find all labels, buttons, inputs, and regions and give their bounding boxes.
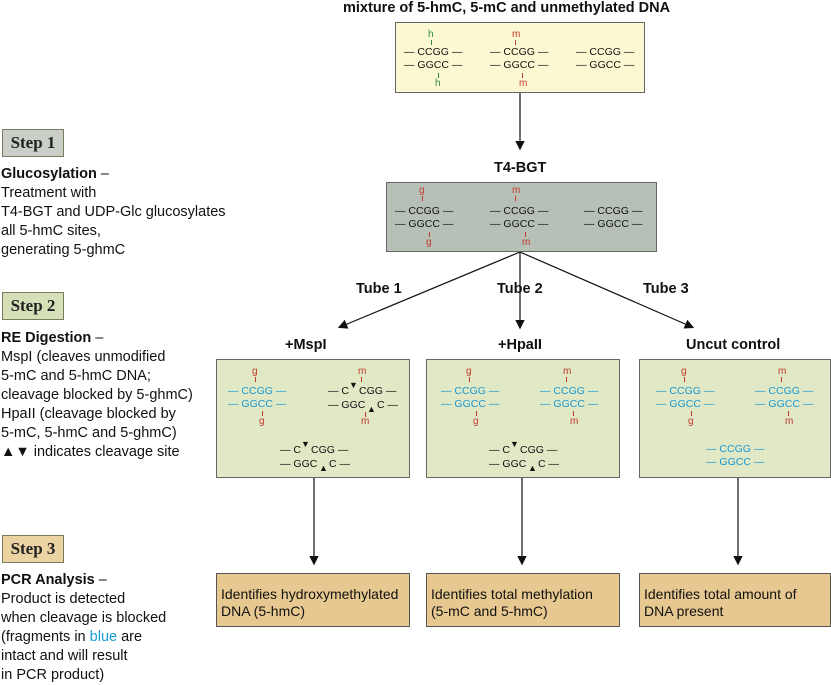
result-box-3: Identifies total amount of DNA present	[639, 573, 831, 627]
methyl-mark-top: m	[358, 366, 367, 377]
intact-top-strand: — CCGG —	[656, 385, 715, 397]
tube-label-2: Tube 2	[497, 281, 543, 297]
cut-bot-b: C —	[538, 458, 559, 470]
step-badge-2: Step 2	[2, 292, 64, 320]
cut-top-b: CGG —	[311, 444, 349, 456]
step-heading: PCR Analysis	[1, 572, 95, 588]
glucose-mark-top: g	[466, 366, 472, 377]
cut-top-b: CGG —	[520, 444, 558, 456]
cleavage-down-icon: ▼	[349, 380, 358, 390]
intact-bottom-strand: — GGCC —	[228, 398, 287, 410]
dna-bottom-strand: — GGCC —	[404, 59, 463, 71]
tube2-box	[426, 359, 620, 478]
cleavage-up-icon: ▲	[319, 463, 328, 473]
methyl-mark-top: m	[512, 185, 521, 196]
dna-bottom-strand: — GGCC —	[584, 218, 643, 230]
cut-top-b: CGG —	[359, 385, 397, 397]
dna-top-strand: — CCGG —	[404, 46, 463, 58]
tube-label-1: Tube 1	[356, 281, 402, 297]
cut-bot-a: — GGC	[489, 458, 527, 470]
blue-word: blue	[89, 629, 118, 645]
tube-label-3: Tube 3	[643, 281, 689, 297]
cut-top-a: — C	[280, 444, 301, 456]
result-line: DNA (5-hmC)	[221, 603, 306, 619]
dna-bottom-strand: — GGCC —	[490, 218, 549, 230]
methyl-mark-bottom: m	[519, 78, 528, 89]
methyl-mark-top: m	[778, 366, 787, 377]
enzyme-label: T4-BGT	[494, 160, 547, 176]
methyl-mark-bottom: m	[785, 416, 794, 427]
intact-top-strand: — CCGG —	[706, 443, 765, 455]
cut-top-a: — C	[489, 444, 510, 456]
enzyme-label-2: +HpaII	[498, 337, 542, 353]
glucose-mark-top: g	[252, 366, 258, 377]
step2-description: RE Digestion – MspI (cleaves unmodified …	[1, 330, 193, 460]
result-line: (5-mC and 5-hmC)	[431, 603, 548, 619]
glucose-mark-bottom: g	[473, 416, 479, 427]
hydroxy-mark-bottom: h	[435, 78, 441, 89]
cleavage-down-icon: ▼	[301, 439, 310, 449]
step1-description: Glucosylation – Treatment with T4-BGT an…	[1, 166, 226, 258]
methyl-mark-top: m	[563, 366, 572, 377]
enzyme-label-3: Uncut control	[686, 337, 781, 353]
step-badge-3: Step 3	[2, 535, 64, 563]
tube1-box	[216, 359, 410, 478]
dna-top-strand: — CCGG —	[576, 46, 635, 58]
glucose-mark-top: g	[681, 366, 687, 377]
step3-description: PCR Analysis – Product is detected when …	[1, 572, 167, 683]
result-line: Identifies total methylation	[431, 586, 593, 602]
glucose-mark-top: g	[419, 185, 425, 196]
arrow-tube1	[337, 251, 521, 329]
intact-top-strand: — CCGG —	[755, 385, 814, 397]
diagram-title: mixture of 5-hmC, 5-mC and unmethylated …	[343, 0, 671, 16]
mixture-box	[395, 22, 645, 93]
enzyme-label-1: +MspI	[285, 337, 327, 353]
intact-bottom-strand: — GGCC —	[656, 398, 715, 410]
cut-top-a: — C	[328, 385, 349, 397]
result-box-2: Identifies total methylation (5-mC and 5…	[426, 573, 620, 627]
dna-bottom-strand: — GGCC —	[490, 59, 549, 71]
result-line: Identifies total amount of	[644, 586, 797, 602]
hydroxy-mark-top: h	[428, 29, 434, 40]
step-heading: RE Digestion	[1, 330, 92, 346]
methyl-mark-top: m	[512, 29, 521, 40]
intact-top-strand: — CCGG —	[441, 385, 500, 397]
glucose-mark-bottom: g	[688, 416, 694, 427]
dna-top-strand: — CCGG —	[584, 205, 643, 217]
methyl-mark-bottom: m	[361, 416, 370, 427]
tube3-box	[639, 359, 831, 478]
cut-bot-b: C —	[377, 399, 398, 411]
intact-bottom-strand: — GGCC —	[441, 398, 500, 410]
cleavage-down-icon: ▼	[510, 439, 519, 449]
dna-bottom-strand: — GGCC —	[576, 59, 635, 71]
dna-top-strand: — CCGG —	[395, 205, 454, 217]
methyl-mark-bottom: m	[522, 237, 531, 248]
glucose-mark-bottom: g	[259, 416, 265, 427]
glucose-mark-bottom: g	[426, 237, 432, 248]
intact-top-strand: — CCGG —	[540, 385, 599, 397]
arrow-tube3	[519, 251, 695, 329]
intact-bottom-strand: — GGCC —	[706, 456, 765, 468]
result-line: Identifies hydroxymethylated	[221, 586, 399, 602]
step-heading: Glucosylation	[1, 166, 97, 182]
methyl-mark-bottom: m	[570, 416, 579, 427]
cut-bot-a: — GGC	[328, 399, 366, 411]
cleavage-up-icon: ▲	[367, 404, 376, 414]
cleavage-up-icon: ▲	[528, 463, 537, 473]
intact-top-strand: — CCGG —	[228, 385, 287, 397]
step-badge-1: Step 1	[2, 129, 64, 157]
dna-top-strand: — CCGG —	[490, 205, 549, 217]
cut-bot-b: C —	[329, 458, 350, 470]
dna-top-strand: — CCGG —	[490, 46, 549, 58]
intact-bottom-strand: — GGCC —	[540, 398, 599, 410]
dna-bottom-strand: — GGCC —	[395, 218, 454, 230]
result-line: DNA present	[644, 603, 724, 619]
cut-bot-a: — GGC	[280, 458, 318, 470]
result-box-1: Identifies hydroxymethylated DNA (5-hmC)	[216, 573, 410, 627]
glucosylated-box	[386, 182, 657, 252]
intact-bottom-strand: — GGCC —	[755, 398, 814, 410]
